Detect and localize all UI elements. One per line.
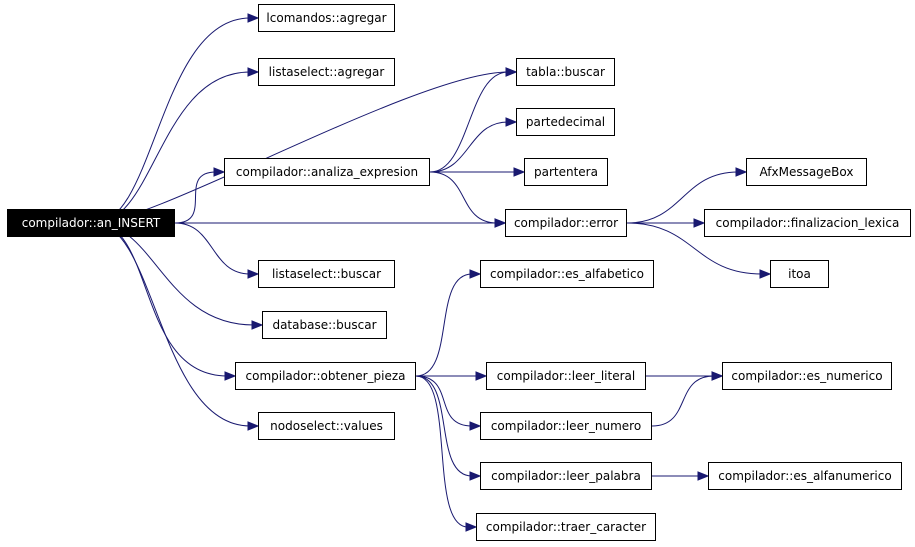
arrowhead-analiza_expresion-to-partedecimal: [505, 117, 518, 127]
edge-obtener_pieza-to-es_alfabetico: [415, 273, 473, 377]
edge-an_insert-to-listaselect_agregar: [94, 71, 251, 224]
edge-an_insert-to-database_buscar: [94, 222, 255, 326]
node-obtener-pieza[interactable]: compilador::obtener_pieza: [235, 362, 416, 390]
node-error[interactable]: compilador::error: [505, 209, 627, 237]
edge-error-to-itoa: [626, 222, 763, 275]
node-analiza-expresion[interactable]: compilador::analiza_expresion: [224, 158, 430, 186]
node-itoa[interactable]: itoa: [770, 260, 829, 288]
arrowhead-obtener_pieza-to-es_alfabetico: [469, 269, 482, 279]
edge-an_insert-to-tabla_buscar: [94, 71, 509, 224]
arrowhead-an_insert-to-nodoselect_values: [247, 421, 260, 431]
arrowhead-obtener_pieza-to-leer_palabra: [469, 471, 482, 481]
arrowhead-an_insert-to-listaselect_buscar: [247, 269, 260, 279]
arrowhead-obtener_pieza-to-leer_literal: [475, 371, 488, 381]
node-partedecimal[interactable]: partedecimal: [516, 108, 615, 136]
arrowhead-an_insert-to-listaselect_agregar: [247, 67, 260, 77]
node-finalizacion-lexica[interactable]: compilador::finalizacion_lexica: [704, 209, 911, 237]
node-es-alfanumerico[interactable]: compilador::es_alfanumerico: [708, 462, 902, 490]
node-listaselect-buscar[interactable]: listaselect::buscar: [258, 260, 395, 288]
edge-an_insert-to-obtener_pieza: [94, 222, 228, 377]
edge-an_insert-to-lcomandos_agregar: [94, 17, 251, 224]
node-es-alfabetico[interactable]: compilador::es_alfabetico: [480, 260, 654, 288]
node-partentera[interactable]: partentera: [524, 158, 608, 186]
arrowhead-an_insert-to-obtener_pieza: [224, 371, 237, 381]
node-database-buscar[interactable]: database::buscar: [262, 311, 387, 339]
node-leer-literal[interactable]: compilador::leer_literal: [486, 362, 646, 390]
node-nodoselect-values[interactable]: nodoselect::values: [258, 412, 395, 440]
edge-analiza_expresion-to-partedecimal: [429, 121, 509, 173]
edge-an_insert-to-analiza_expresion: [174, 171, 217, 224]
edge-obtener_pieza-to-leer_palabra: [415, 375, 473, 477]
edge-an_insert-to-nodoselect_values: [94, 222, 251, 427]
node-traer-caracter[interactable]: compilador::traer_caracter: [476, 513, 656, 541]
edge-analiza_expresion-to-tabla_buscar: [429, 71, 509, 173]
arrowhead-analiza_expresion-to-error: [494, 218, 507, 228]
arrowhead-an_insert-to-analiza_expresion: [213, 167, 226, 177]
arrowhead-error-to-itoa: [759, 269, 772, 279]
arrowhead-error-to-afxmessagebox: [735, 167, 748, 177]
edge-obtener_pieza-to-traer_caracter: [415, 375, 469, 528]
edge-leer_numero-to-es_numerico: [651, 375, 715, 427]
arrowhead-analiza_expresion-to-partentera: [513, 167, 526, 177]
node-afxmessagebox[interactable]: AfxMessageBox: [746, 158, 867, 186]
edge-error-to-afxmessagebox: [626, 171, 739, 224]
arrowhead-analiza_expresion-to-tabla_buscar: [505, 67, 518, 77]
node-lcomandos-agregar[interactable]: lcomandos::agregar: [258, 4, 395, 32]
edge-obtener_pieza-to-leer_numero: [415, 375, 473, 427]
arrowhead-leer_numero-to-es_numerico: [711, 371, 724, 381]
arrowhead-an_insert-to-database_buscar: [251, 320, 264, 330]
node-tabla-buscar[interactable]: tabla::buscar: [516, 58, 615, 86]
node-leer-numero[interactable]: compilador::leer_numero: [480, 412, 652, 440]
node-an-insert[interactable]: compilador::an_INSERT: [7, 209, 175, 237]
node-es-numerico[interactable]: compilador::es_numerico: [722, 362, 892, 390]
node-leer-palabra[interactable]: compilador::leer_palabra: [480, 462, 652, 490]
arrowhead-obtener_pieza-to-traer_caracter: [465, 522, 478, 532]
node-listaselect-agregar[interactable]: listaselect::agregar: [258, 58, 395, 86]
arrowhead-leer_palabra-to-es_alfanumerico: [697, 471, 710, 481]
arrowhead-error-to-finalizacion_lexica: [693, 218, 706, 228]
edge-an_insert-to-listaselect_buscar: [174, 222, 251, 275]
arrowhead-an_insert-to-lcomandos_agregar: [247, 13, 260, 23]
edge-analiza_expresion-to-error: [429, 171, 498, 224]
arrowhead-obtener_pieza-to-leer_numero: [469, 421, 482, 431]
